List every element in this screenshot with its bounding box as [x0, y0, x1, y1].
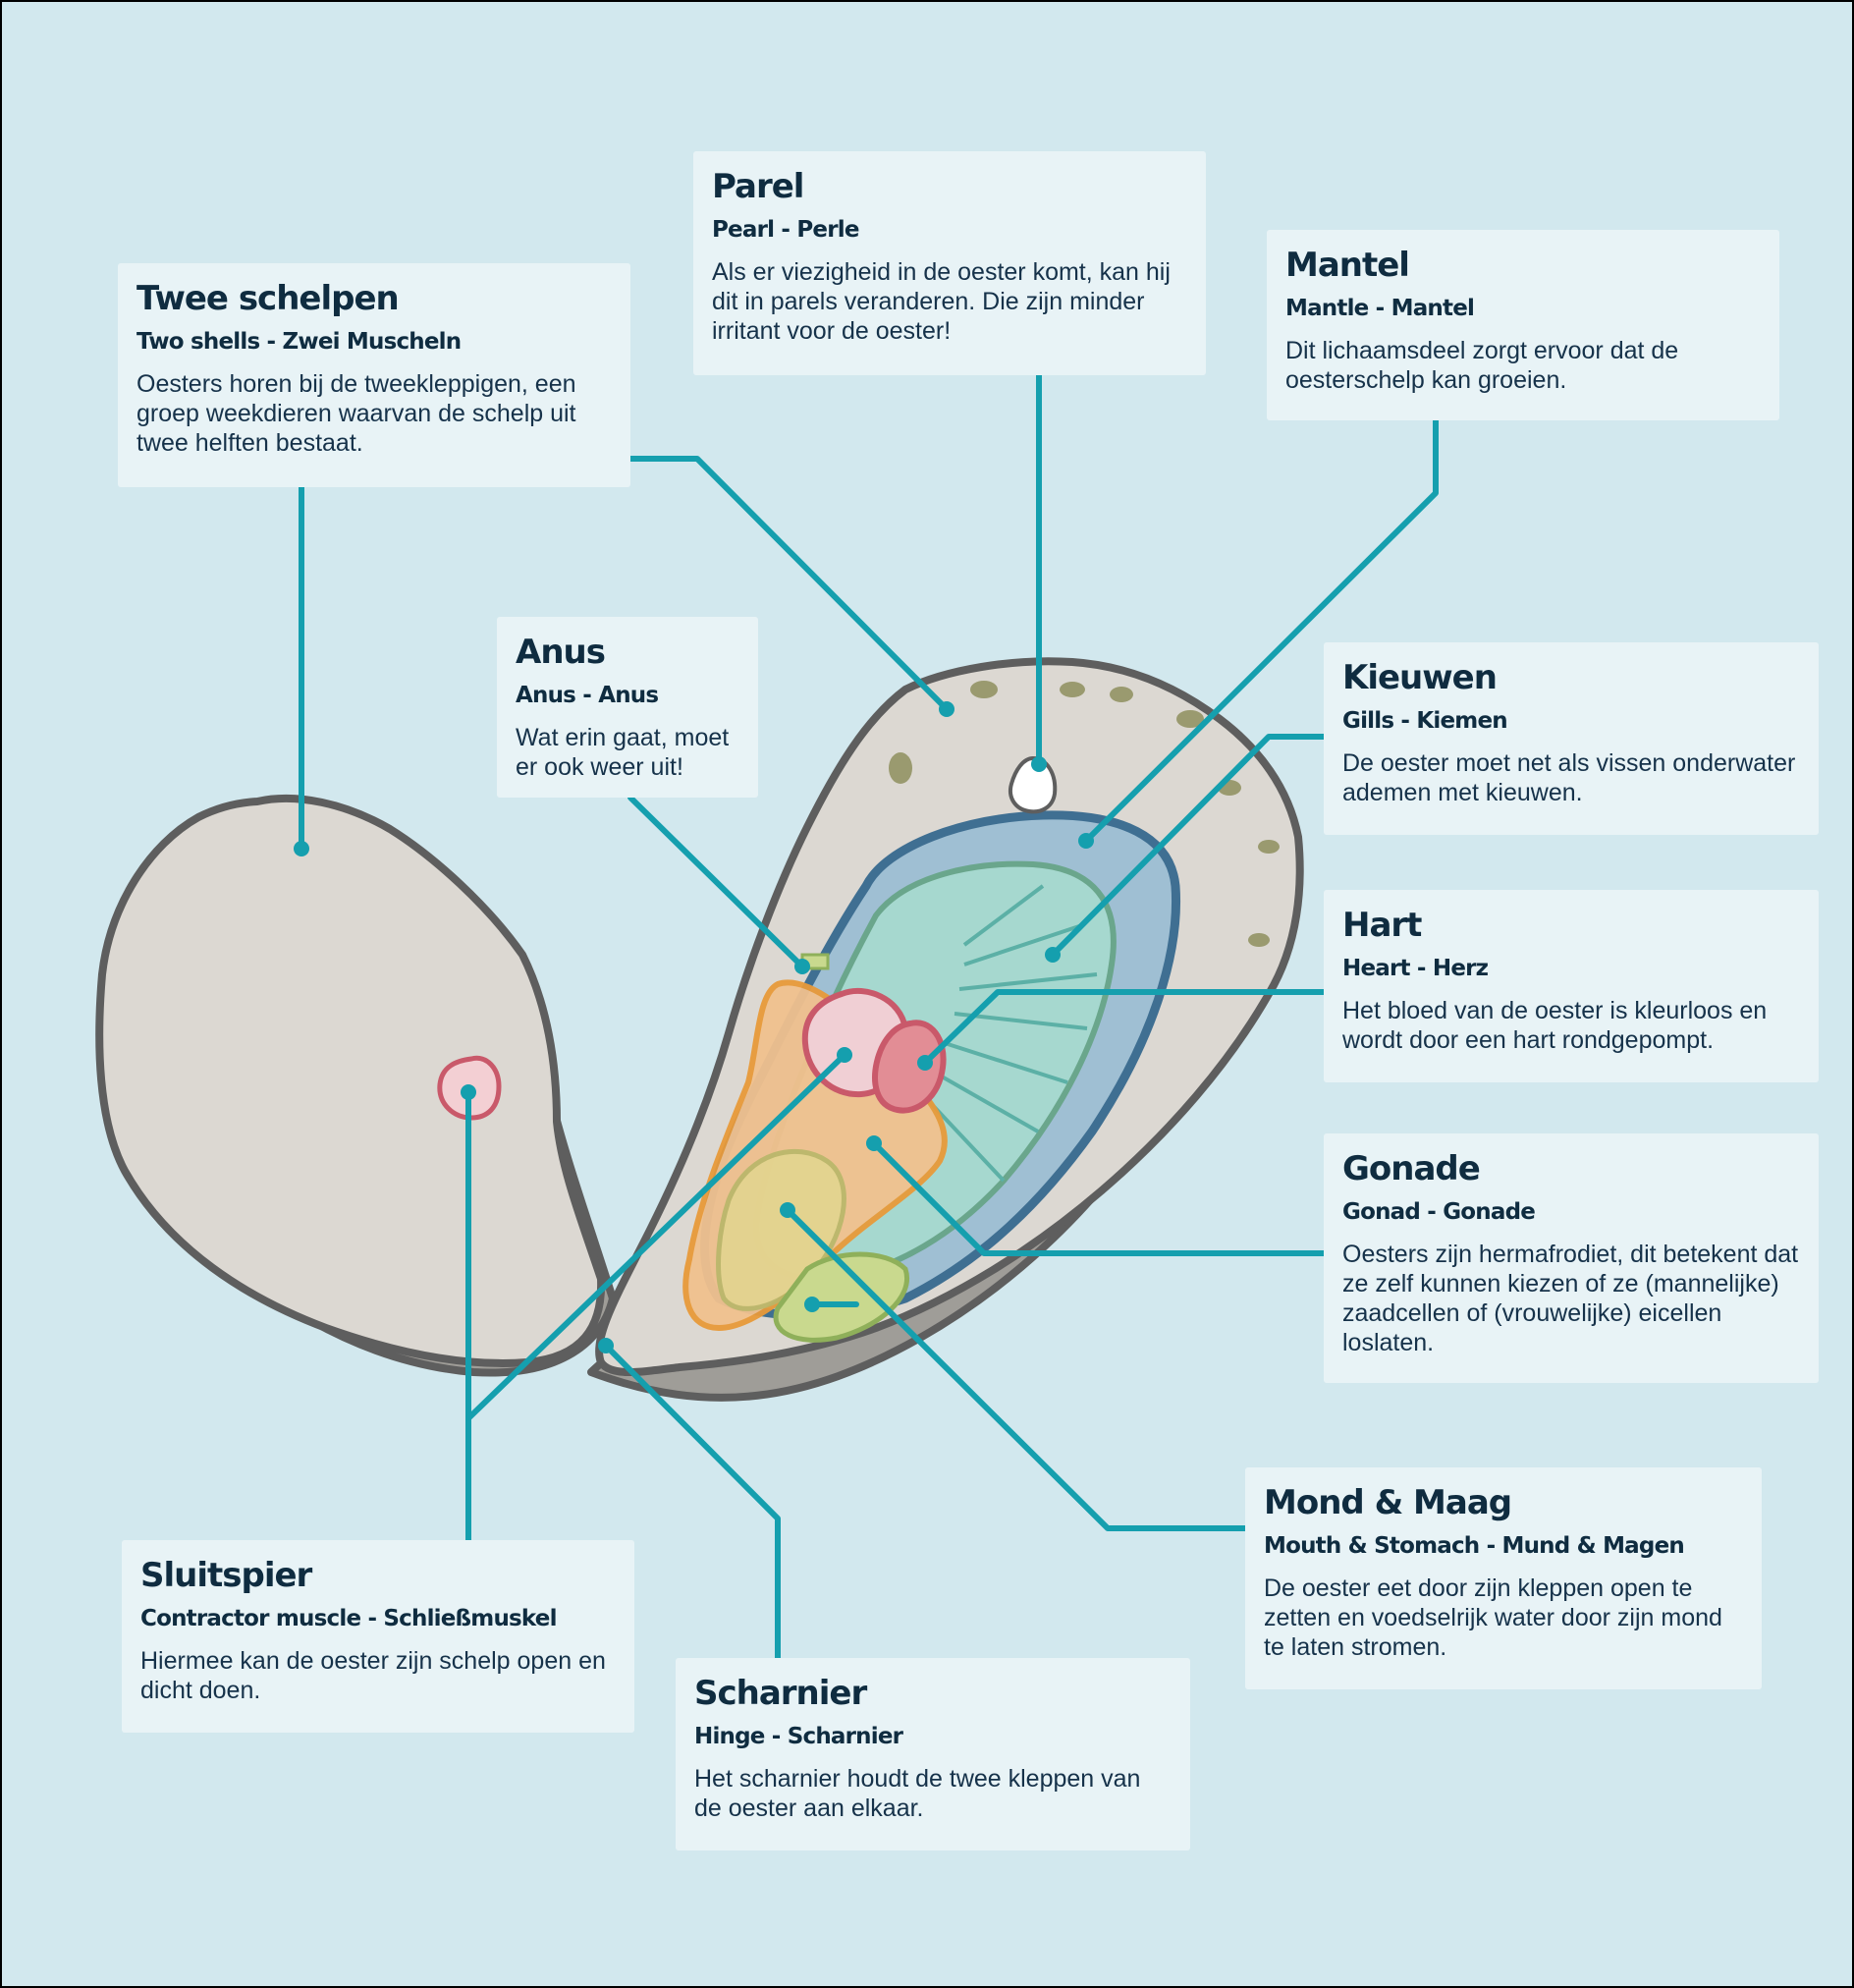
label-description: Wat erin gaat, moet er ook weer uit! [516, 724, 730, 781]
label-gonade: Gonade Gonad - Gonade Oesters zijn herma… [1324, 1133, 1819, 1383]
label-subtitle: Gills - Kiemen [1342, 708, 1508, 734]
label-title: Mantel [1285, 246, 1410, 285]
label-mantel: Mantel Mantle - Mantel Dit lichaamsdeel … [1267, 230, 1779, 420]
leader-scharnier [603, 1343, 781, 1661]
leader-mond-maag [785, 1207, 1250, 1531]
label-subtitle: Two shells - Zwei Muscheln [136, 329, 462, 355]
label-title: Twee schelpen [136, 279, 400, 318]
leader-anus [627, 795, 805, 969]
label-description: De oester moet net als vissen onderwater… [1342, 749, 1796, 806]
label-subtitle: Contractor muscle - Schließmuskel [140, 1606, 557, 1631]
label-title: Parel [712, 167, 804, 206]
label-mond-maag: Mond & Maag Mouth & Stomach - Mund & Mag… [1245, 1467, 1762, 1689]
label-description: De oester eet door zijn kleppen open te … [1264, 1574, 1722, 1661]
label-title: Gonade [1342, 1149, 1481, 1188]
label-description: Het scharnier houdt de twee kleppen van … [694, 1765, 1141, 1822]
label-description: Het bloed van de oester is kleurloos en … [1342, 997, 1768, 1054]
leader-lines [299, 372, 1439, 1661]
label-twee-schelpen: Twee schelpen Two shells - Zwei Muscheln… [118, 263, 630, 487]
label-description: Oesters horen bij de tweekleppigen, een … [136, 370, 576, 457]
leader-twee-schelpen-right [627, 456, 950, 712]
leader-hart [922, 989, 1329, 1066]
label-description: Oesters zijn hermafrodiet, dit betekent … [1342, 1241, 1799, 1356]
leader-kieuwen [1050, 734, 1329, 958]
label-sluitspier: Sluitspier Contractor muscle - Schließmu… [122, 1540, 634, 1733]
label-subtitle: Gonad - Gonade [1342, 1199, 1536, 1225]
leader-sluitspier-right [465, 1052, 847, 1421]
shell-rim-spots [889, 681, 1280, 947]
label-description: Hiermee kan de oester zijn schelp open e… [140, 1647, 606, 1704]
label-description: Dit lichaamsdeel zorgt ervoor dat de oes… [1285, 337, 1679, 394]
leader-mantel [1083, 417, 1439, 844]
label-title: Anus [516, 633, 606, 672]
pearl [1009, 755, 1058, 814]
label-hart: Hart Heart - Herz Het bloed van de oeste… [1324, 890, 1819, 1082]
label-subtitle: Anus - Anus [516, 683, 659, 708]
stomach [716, 1148, 909, 1343]
left-shell-half [95, 794, 617, 1377]
label-anus: Anus Anus - Anus Wat erin gaat, moet er … [497, 617, 758, 798]
leader-dots [294, 701, 1094, 1353]
label-title: Sluitspier [140, 1556, 312, 1595]
label-scharnier: Scharnier Hinge - Scharnier Het scharnie… [676, 1658, 1190, 1850]
label-subtitle: Pearl - Perle [712, 217, 859, 243]
label-title: Mond & Maag [1264, 1483, 1512, 1522]
label-title: Kieuwen [1342, 658, 1498, 697]
label-subtitle: Mouth & Stomach - Mund & Magen [1264, 1533, 1685, 1559]
label-subtitle: Mantle - Mantel [1285, 296, 1475, 321]
label-title: Hart [1342, 906, 1422, 945]
label-parel: Parel Pearl - Perle Als er viezigheid in… [693, 151, 1206, 375]
label-description: Als er viezigheid in de oester komt, kan… [712, 258, 1171, 345]
label-title: Scharnier [694, 1674, 867, 1713]
leader-gonade [871, 1140, 1329, 1256]
label-subtitle: Heart - Herz [1342, 956, 1489, 981]
label-kieuwen: Kieuwen Gills - Kiemen De oester moet ne… [1324, 642, 1819, 835]
label-subtitle: Hinge - Scharnier [694, 1724, 903, 1749]
